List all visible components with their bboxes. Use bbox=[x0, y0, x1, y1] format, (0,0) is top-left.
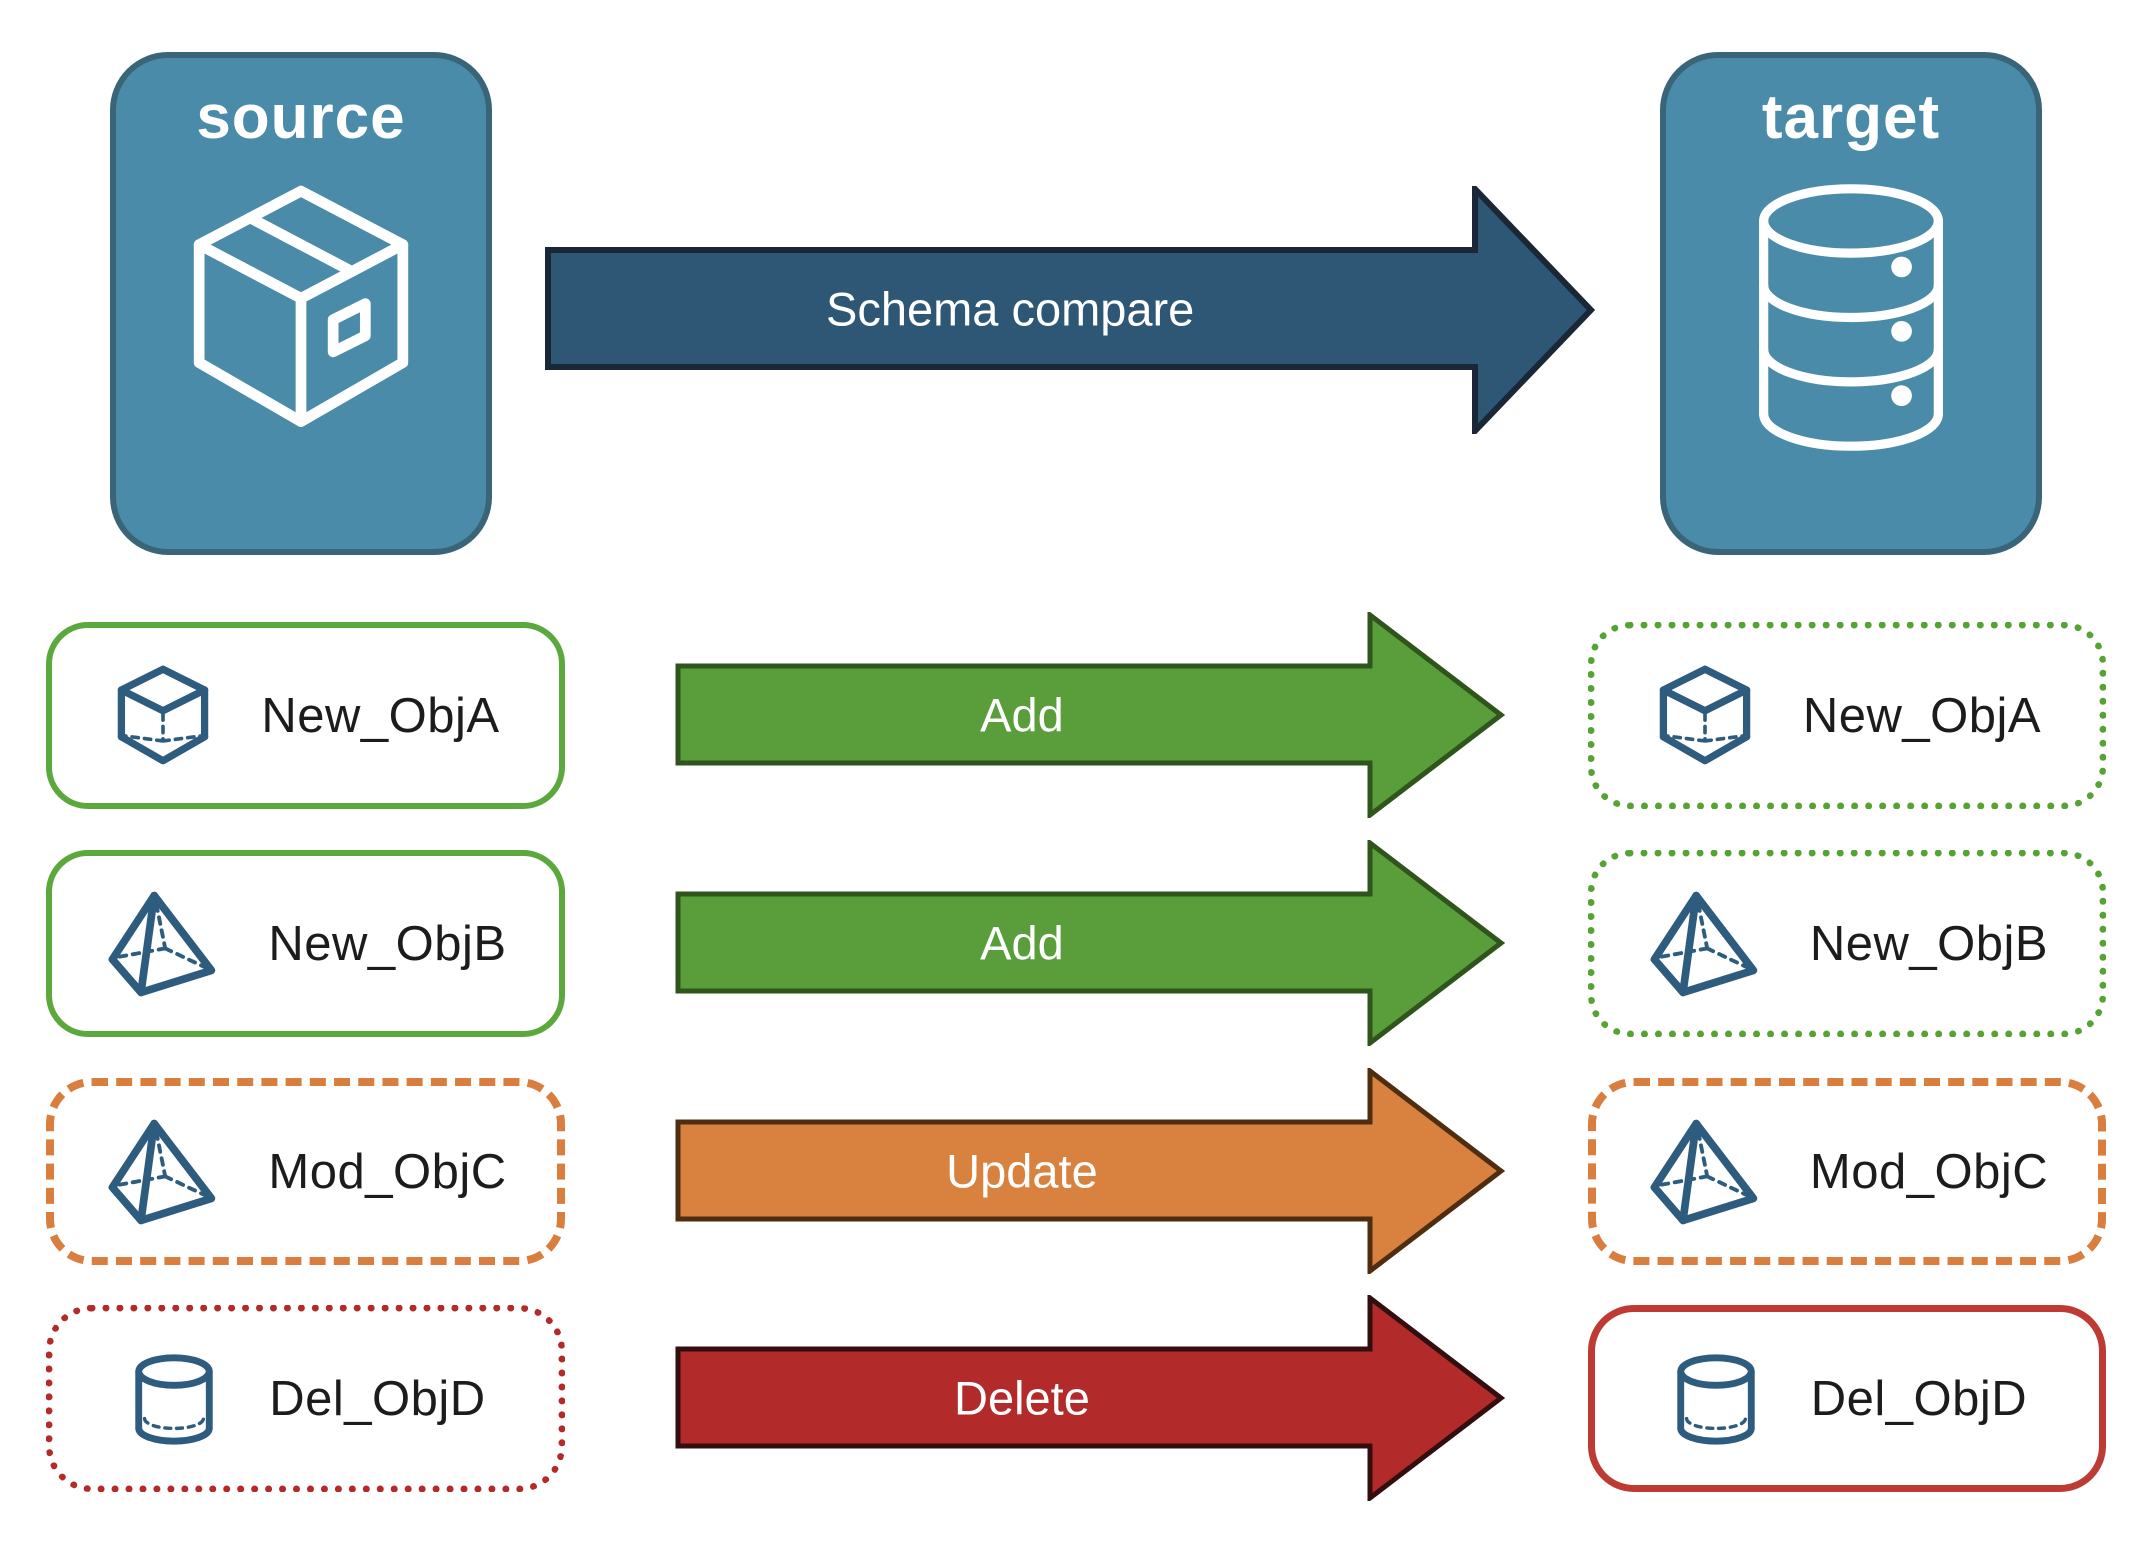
object-label: New_ObjA bbox=[261, 688, 500, 743]
source-title: source bbox=[196, 83, 406, 152]
object-label: New_ObjB bbox=[268, 916, 507, 971]
add-arrow-label: Add bbox=[980, 916, 1064, 970]
target-object-new-obja: New_ObjA bbox=[1588, 622, 2106, 809]
object-label: Mod_ObjC bbox=[268, 1144, 507, 1199]
target-object-mod-objc: Mod_ObjC bbox=[1588, 1078, 2106, 1265]
object-label: New_ObjA bbox=[1802, 688, 2042, 743]
object-row-del-objd: Del_ObjD Delete Del_ObjD bbox=[0, 1295, 2150, 1501]
source-object-new-objb: New_ObjB bbox=[46, 850, 565, 1037]
object-label: New_ObjB bbox=[1809, 916, 2049, 971]
cube-icon bbox=[1653, 664, 1757, 768]
source-object-mod-objc: Mod_ObjC bbox=[46, 1078, 565, 1265]
schema-compare-arrow-shape bbox=[545, 186, 1595, 434]
database-icon bbox=[1736, 175, 1966, 465]
pyramid-icon bbox=[104, 1117, 222, 1227]
delete-arrow: Delete bbox=[675, 1295, 1505, 1501]
pyramid-icon bbox=[104, 889, 222, 999]
target-node: target bbox=[1660, 52, 2042, 555]
object-label: Del_ObjD bbox=[1810, 1371, 2028, 1426]
add-arrow-shape bbox=[675, 840, 1505, 1046]
object-label: Mod_ObjC bbox=[1809, 1144, 2049, 1199]
cube-icon bbox=[111, 664, 215, 768]
delete-arrow-label: Delete bbox=[954, 1371, 1090, 1425]
update-arrow: Update bbox=[675, 1068, 1505, 1274]
schema-compare-label: Schema compare bbox=[825, 282, 1195, 335]
target-object-del-objd: Del_ObjD bbox=[1588, 1305, 2106, 1492]
pyramid-icon bbox=[1646, 889, 1764, 999]
update-arrow-label: Update bbox=[946, 1144, 1098, 1198]
object-row-new-objb: New_ObjB Add New_ObjB bbox=[0, 840, 2150, 1046]
add-arrow-shape bbox=[675, 612, 1505, 818]
add-arrow-label: Add bbox=[980, 688, 1064, 742]
delete-arrow-shape bbox=[675, 1295, 1505, 1501]
add-arrow: Add bbox=[675, 840, 1505, 1046]
update-arrow-shape bbox=[675, 1068, 1505, 1274]
source-object-del-objd: Del_ObjD bbox=[46, 1305, 565, 1492]
object-row-new-obja: New_ObjA Add New_ObjA bbox=[0, 612, 2150, 818]
target-object-new-objb: New_ObjB bbox=[1588, 850, 2106, 1037]
add-arrow: Add bbox=[675, 612, 1505, 818]
cylinder-icon bbox=[1667, 1345, 1765, 1453]
schema-compare-arrow: Schema compare bbox=[545, 186, 1595, 434]
object-row-mod-objc: Mod_ObjC Update Mod_ObjC bbox=[0, 1068, 2150, 1274]
object-label: Del_ObjD bbox=[269, 1371, 486, 1426]
source-node: source bbox=[110, 52, 492, 555]
package-box-icon bbox=[167, 175, 435, 448]
target-title: target bbox=[1761, 83, 1941, 152]
source-object-new-obja: New_ObjA bbox=[46, 622, 565, 809]
pyramid-icon bbox=[1646, 1117, 1764, 1227]
cylinder-icon bbox=[125, 1345, 223, 1453]
